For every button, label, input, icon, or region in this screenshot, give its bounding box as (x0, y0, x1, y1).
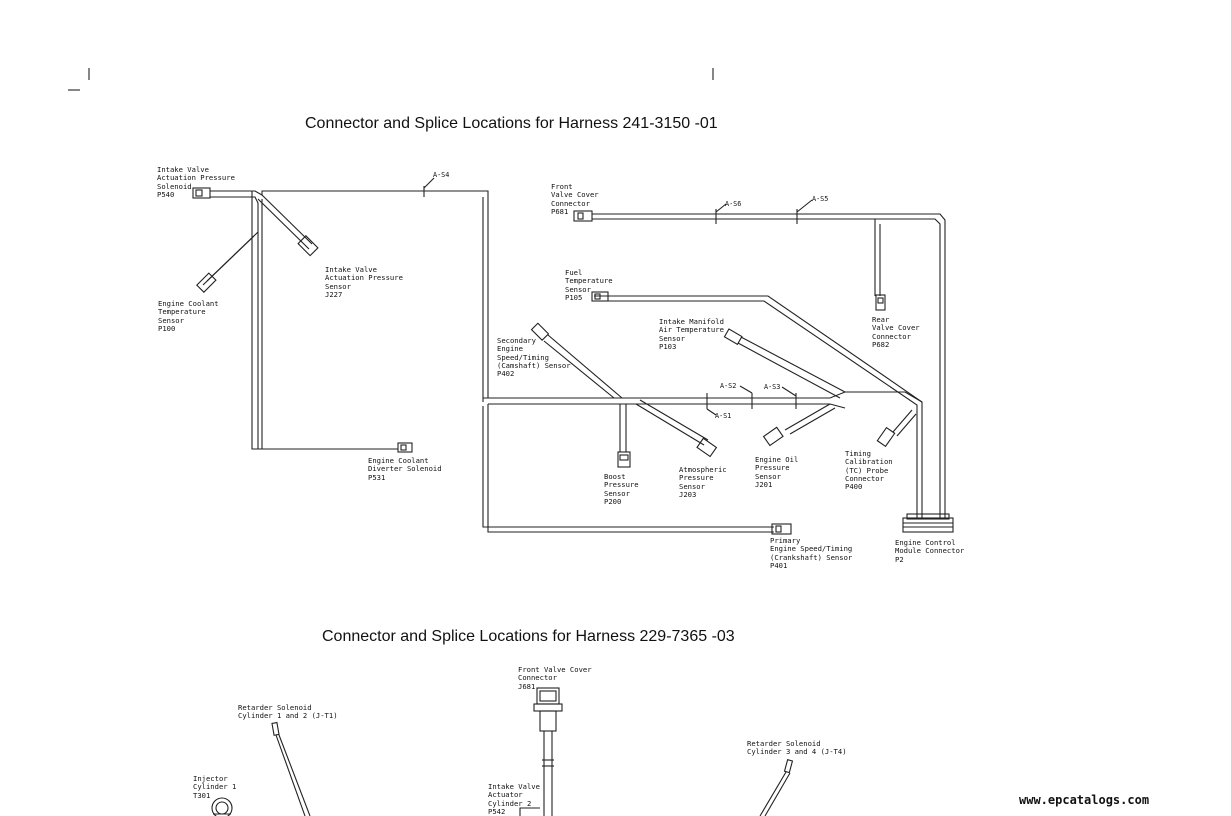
splice-a-s1: A-S1 (715, 412, 732, 420)
harness-1-title: Connector and Splice Locations for Harne… (305, 115, 718, 132)
label-p681: Front Valve Cover Connector P681 (551, 182, 599, 216)
harness-1-left-wires (202, 190, 489, 450)
label-p400: Timing Calibration (TC) Probe Connector … (845, 449, 893, 492)
splice-ticks (423, 177, 813, 416)
label-j203: Atmospheric Pressure Sensor J203 (679, 465, 727, 499)
label-j201: Engine Oil Pressure Sensor J201 (755, 455, 799, 489)
label-p100: Engine Coolant Temperature Sensor P100 (158, 299, 219, 333)
label-j-t1: Retarder Solenoid Cylinder 1 and 2 (J-T1… (238, 703, 338, 721)
harness-1-connectors (192, 187, 954, 535)
label-p531: Engine Coolant Diverter Solenoid P531 (368, 456, 442, 482)
splice-a-s5: A-S5 (812, 195, 829, 203)
label-j227: Intake Valve Actuation Pressure Sensor J… (325, 265, 403, 299)
label-p401: Primary Engine Speed/Timing (Crankshaft)… (770, 536, 853, 570)
label-j681: Front Valve Cover Connector J681 (518, 665, 592, 691)
label-p682: Rear Valve Cover Connector P682 (872, 315, 920, 349)
label-t301: Injector Cylinder 1 T301 (193, 774, 237, 800)
harness-2-wires (211, 687, 794, 816)
label-p542: Intake Valve Actuator Cylinder 2 P542 (488, 782, 540, 816)
splice-a-s6: A-S6 (725, 200, 742, 208)
splice-a-s4: A-S4 (433, 171, 450, 179)
label-p105: Fuel Temperature Sensor P105 (565, 268, 613, 302)
label-p200: Boost Pressure Sensor P200 (604, 472, 639, 506)
label-p402: Secondary Engine Speed/Timing (Camshaft)… (497, 336, 571, 379)
label-p540: Intake Valve Actuation Pressure Solenoid… (157, 165, 235, 199)
splice-a-s3: A-S3 (764, 383, 781, 391)
watermark: www.epcatalogs.com (1019, 793, 1150, 807)
label-p2: Engine Control Module Connector P2 (895, 538, 965, 564)
label-p103: Intake Manifold Air Temperature Sensor P… (659, 317, 724, 351)
label-j-t4: Retarder Solenoid Cylinder 3 and 4 (J-T4… (747, 739, 847, 757)
harness-1-branches (543, 334, 923, 452)
splice-a-s2: A-S2 (720, 382, 737, 390)
harness-2-title: Connector and Splice Locations for Harne… (322, 628, 735, 645)
